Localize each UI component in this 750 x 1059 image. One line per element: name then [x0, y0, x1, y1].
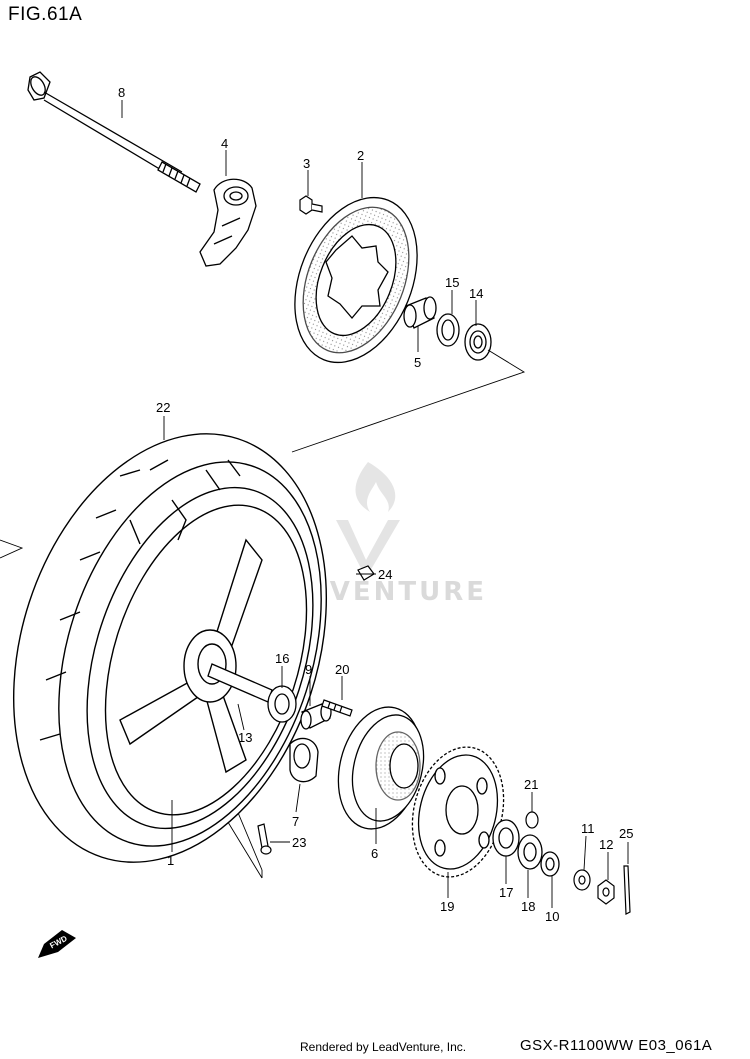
label-part-2: 2: [357, 148, 364, 163]
part-labels: 8 4 3 2 15 14 5 22 24 16 9 20 13 7 1 23 …: [118, 85, 633, 924]
label-part-3: 3: [303, 156, 310, 171]
spacer-part-10: [540, 851, 560, 877]
label-part-7: 7: [292, 814, 299, 829]
label-part-25: 25: [619, 826, 633, 841]
label-part-12: 12: [599, 837, 613, 852]
label-part-21: 21: [524, 777, 538, 792]
label-part-5: 5: [414, 355, 421, 370]
forward-arrow-icon: FWD: [38, 930, 76, 958]
label-part-9: 9: [305, 662, 312, 677]
label-part-11: 11: [581, 821, 595, 836]
label-part-10: 10: [545, 909, 559, 924]
axle-part-8: [27, 71, 201, 193]
label-part-13: 13: [238, 730, 252, 745]
label-part-16: 16: [275, 651, 289, 666]
label-part-14: 14: [469, 286, 483, 301]
label-part-8: 8: [118, 85, 125, 100]
figure-title: FIG.61A: [8, 4, 83, 25]
oil-seal-part-15: [436, 313, 460, 347]
caliper-bracket-part-4: [199, 178, 257, 267]
stud-bolt-part-20: [321, 699, 353, 717]
label-part-1: 1: [167, 853, 174, 868]
disc-bolt-part-3: [299, 195, 323, 215]
spacer-part-9: [300, 702, 332, 730]
label-part-19: 19: [440, 899, 454, 914]
label-part-24: 24: [378, 567, 392, 582]
nut-part-12: [597, 879, 615, 905]
label-part-4: 4: [221, 136, 228, 151]
damper-part-7: [289, 737, 319, 783]
cotter-pin-part-25: [623, 865, 631, 915]
brake-disc-part-2: [294, 196, 418, 364]
label-part-6: 6: [371, 846, 378, 861]
label-part-15: 15: [445, 275, 459, 290]
leader-lines: [121, 100, 629, 908]
wheel-assembly: [12, 433, 328, 863]
label-part-23: 23: [292, 835, 306, 850]
bearing-part-17: [492, 819, 520, 857]
sprocket-part-19: [411, 746, 505, 878]
washer-part-21: [525, 811, 539, 829]
label-part-17: 17: [499, 885, 513, 900]
valve-part-23: [257, 823, 272, 855]
oil-seal-part-18: [517, 834, 543, 870]
label-part-20: 20: [335, 662, 349, 677]
washer-part-11: [573, 869, 591, 891]
sprocket-drum-part-6: [337, 706, 425, 830]
rendered-by-credit: Rendered by LeadVenture, Inc.: [300, 1040, 467, 1054]
diagram-code: GSX-R1100WW E03_061A: [520, 1037, 713, 1054]
bearing-part-14: [464, 323, 492, 361]
bearing-part-16: [267, 685, 297, 723]
spacer-part-5: [403, 296, 437, 329]
label-part-22: 22: [156, 400, 170, 415]
label-part-18: 18: [521, 899, 535, 914]
